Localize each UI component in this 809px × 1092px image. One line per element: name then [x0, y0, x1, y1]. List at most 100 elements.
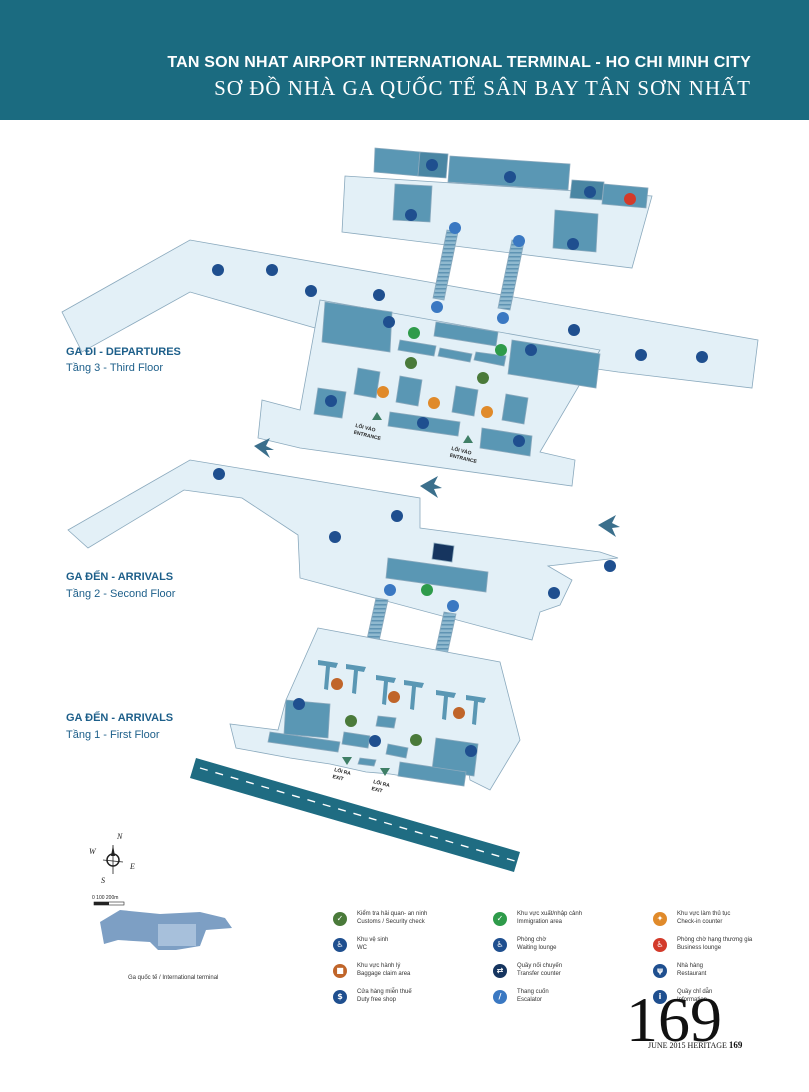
legend-label-vi: Nhà hàng — [677, 963, 704, 969]
legend-label-en: Duty free shop — [357, 997, 397, 1003]
waiting-lounge-icon — [568, 324, 580, 336]
arrivals-second-title: GA ĐẾN - ARRIVALS — [66, 571, 174, 583]
transfer-icon — [431, 542, 455, 563]
airplane-icon — [598, 515, 620, 537]
legend-label-en: Waiting lounge — [517, 945, 557, 951]
duty-free-icon — [305, 285, 317, 297]
entrance-arrow-icon — [372, 412, 382, 420]
legend-label-vi: Phòng chờ hạng thương gia — [677, 937, 753, 943]
escalator-icon — [449, 222, 461, 234]
arrivals-second-subtitle: Tầng 2 - Second Floor — [66, 588, 176, 600]
legend-label-vi: Khu vực xuất/nhập cảnh — [517, 911, 583, 917]
legend-label-vi: Quầy chỉ dẫn — [677, 989, 713, 995]
compass-east: E — [130, 862, 135, 871]
baggage-icon — [331, 678, 343, 690]
scale-label: 0 100 200m — [92, 895, 119, 901]
baggage-icon: ■ — [333, 964, 347, 978]
arrivals-first-title: GA ĐẾN - ARRIVALS — [66, 712, 174, 724]
restaurant-icon — [504, 171, 516, 183]
legend-label-vi: Khu vệ sinh — [357, 937, 389, 943]
legend-label-en: Immigration area — [517, 919, 563, 925]
information-icon: i — [653, 990, 667, 1004]
compass-south: S — [101, 876, 105, 885]
wc-icon — [405, 209, 417, 221]
escalator-icon — [431, 301, 443, 313]
wc-icon — [391, 510, 403, 522]
business-lounge-icon — [624, 193, 636, 205]
legend-label-en: Baggage claim area — [357, 971, 411, 977]
transfer-icon: ⇄ — [493, 964, 507, 978]
legend-label-vi: Thang cuốn — [517, 989, 549, 995]
waiting-lounge-icon: ♿ — [493, 938, 507, 952]
departures-icons — [212, 159, 708, 447]
page-number: 169 — [626, 984, 722, 1055]
legend-label-vi: Quầy nối chuyến — [517, 963, 563, 969]
compass-west: W — [89, 847, 96, 856]
restaurant-icon: ψ — [653, 964, 667, 978]
departures-subtitle: Tầng 3 - Third Floor — [66, 362, 164, 374]
header-banner: TAN SON NHAT AIRPORT INTERNATIONAL TERMI… — [0, 0, 809, 120]
compass-north: N — [117, 832, 123, 841]
escalator-icon — [497, 312, 509, 324]
exit-arrow-icon — [380, 768, 390, 776]
check-in-icon — [481, 406, 493, 418]
legend-label-en: Check-in counter — [677, 919, 723, 925]
duty-free-icon — [212, 264, 224, 276]
escalator-icon — [447, 600, 459, 612]
arrivals-first-floor — [229, 627, 521, 791]
wc-icon — [329, 531, 341, 543]
airplane-icon — [254, 438, 274, 458]
duty-free-icon: $ — [333, 990, 347, 1004]
departures-title: GA ĐI - DEPARTURES — [66, 346, 181, 358]
footer: JUNE 2015 HERITAGE 169 — [648, 1040, 742, 1050]
legend-label-vi: Phòng chờ — [517, 937, 547, 943]
legend-label-en: Transfer counter — [517, 971, 561, 977]
wc-icon — [213, 468, 225, 480]
waiting-lounge-icon — [373, 289, 385, 301]
legend-label-en: Restaurant — [677, 971, 707, 977]
wc-icon — [567, 238, 579, 250]
wc-icon — [584, 186, 596, 198]
arrivals-first-subtitle: Tầng 1 - First Floor — [66, 729, 160, 741]
duty-free-icon — [635, 349, 647, 361]
check-in-icon — [428, 397, 440, 409]
legend-label-vi: Cửa hàng miễn thuế — [357, 989, 412, 995]
wc-icon: ♿ — [333, 938, 347, 952]
title-english: TAN SON NHAT AIRPORT INTERNATIONAL TERMI… — [167, 54, 751, 71]
wc-icon — [325, 395, 337, 407]
customs-icon: ✓ — [333, 912, 347, 926]
departures-floor — [61, 147, 759, 487]
wc-icon — [513, 435, 525, 447]
wc-icon — [548, 587, 560, 599]
wc-icon — [383, 316, 395, 328]
wc-icon — [293, 698, 305, 710]
wc-icon — [604, 560, 616, 572]
airplane-icon — [420, 476, 442, 498]
legend-label-vi: Kiểm tra hải quan- an ninh — [357, 911, 428, 917]
mini-terminal-map — [100, 910, 232, 950]
mini-map-caption: Ga quốc tế / International terminal — [128, 975, 219, 981]
restaurant-icon — [426, 159, 438, 171]
wc-icon — [465, 745, 477, 757]
waiting-lounge-icon — [696, 351, 708, 363]
legend-label-en: Escalator — [517, 997, 543, 1003]
customs-icon — [477, 372, 489, 384]
road — [190, 758, 520, 872]
customs-icon — [405, 357, 417, 369]
baggage-icon — [388, 691, 400, 703]
legend-item: ■ Khu vực hành lý Baggage claim area — [333, 963, 483, 988]
legend-label-vi: Khu vực hành lý — [357, 963, 401, 969]
information-icon — [417, 417, 429, 429]
entrance-arrow-icon — [463, 435, 473, 443]
escalator-icon — [384, 584, 396, 596]
customs-icon — [345, 715, 357, 727]
